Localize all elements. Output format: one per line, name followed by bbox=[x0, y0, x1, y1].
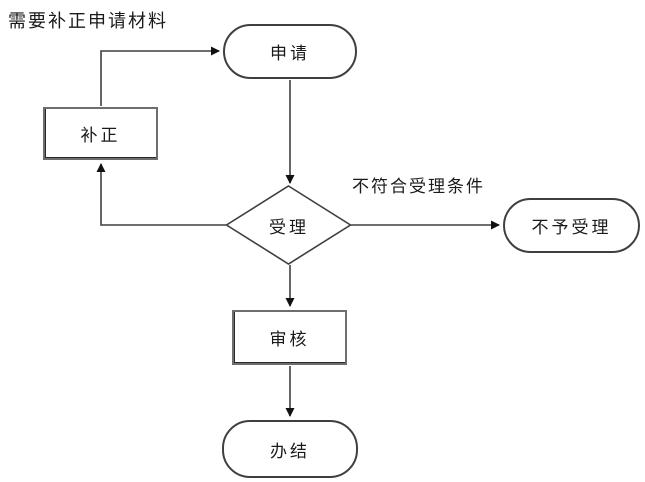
edge-label-not-meet-conditions: 不符合受理条件 bbox=[352, 177, 485, 197]
node-accept-label: 受理 bbox=[269, 217, 309, 238]
edge-correct-to-apply bbox=[100, 46, 220, 106]
node-apply-label: 申请 bbox=[270, 44, 310, 64]
note-need-correction: 需要补正申请材料 bbox=[8, 11, 168, 32]
node-complete: 办结 bbox=[222, 420, 358, 478]
node-review-label: 审核 bbox=[269, 330, 310, 350]
node-review: 审核 bbox=[232, 310, 347, 365]
node-correct-label: 补正 bbox=[80, 126, 121, 146]
decision-diamond-shape bbox=[224, 185, 353, 265]
node-reject: 不予受理 bbox=[503, 198, 640, 253]
edge-accept-to-correct bbox=[96, 163, 226, 226]
node-apply: 申请 bbox=[223, 24, 357, 79]
node-accept: 受理 bbox=[253, 212, 325, 238]
node-correct: 补正 bbox=[43, 107, 158, 160]
node-reject-label: 不予受理 bbox=[531, 218, 612, 238]
node-complete-label: 办结 bbox=[270, 441, 310, 462]
